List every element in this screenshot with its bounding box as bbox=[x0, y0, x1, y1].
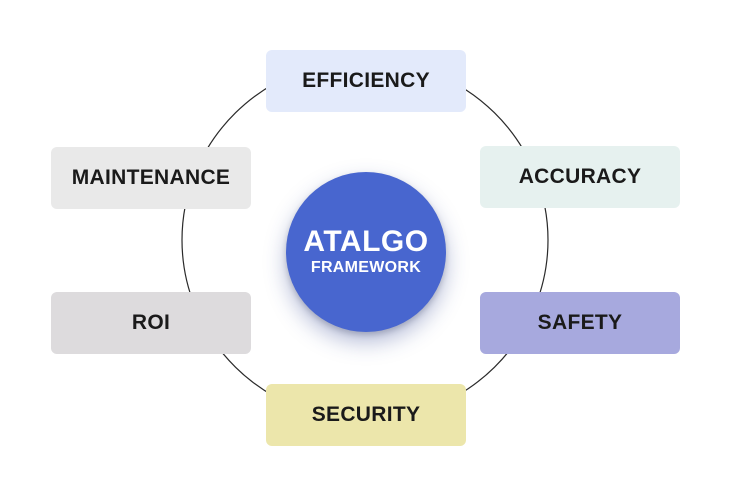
node-safety: SAFETY bbox=[480, 292, 680, 354]
node-label: SAFETY bbox=[537, 311, 623, 334]
node-label: ACCURACY bbox=[518, 165, 642, 188]
node-security: SECURITY bbox=[266, 384, 466, 446]
node-accuracy: ACCURACY bbox=[480, 146, 680, 208]
node-efficiency: EFFICIENCY bbox=[266, 50, 466, 112]
node-label: MAINTENANCE bbox=[71, 166, 231, 189]
node-label: EFFICIENCY bbox=[302, 69, 430, 92]
node-label: ROI bbox=[131, 311, 171, 334]
center-circle: ATALGO FRAMEWORK bbox=[286, 172, 446, 332]
center-title: ATALGO bbox=[303, 225, 429, 258]
node-roi: ROI bbox=[51, 292, 251, 354]
node-label: SECURITY bbox=[311, 403, 421, 426]
center-subtitle: FRAMEWORK bbox=[310, 259, 422, 276]
node-maintenance: MAINTENANCE bbox=[51, 147, 251, 209]
